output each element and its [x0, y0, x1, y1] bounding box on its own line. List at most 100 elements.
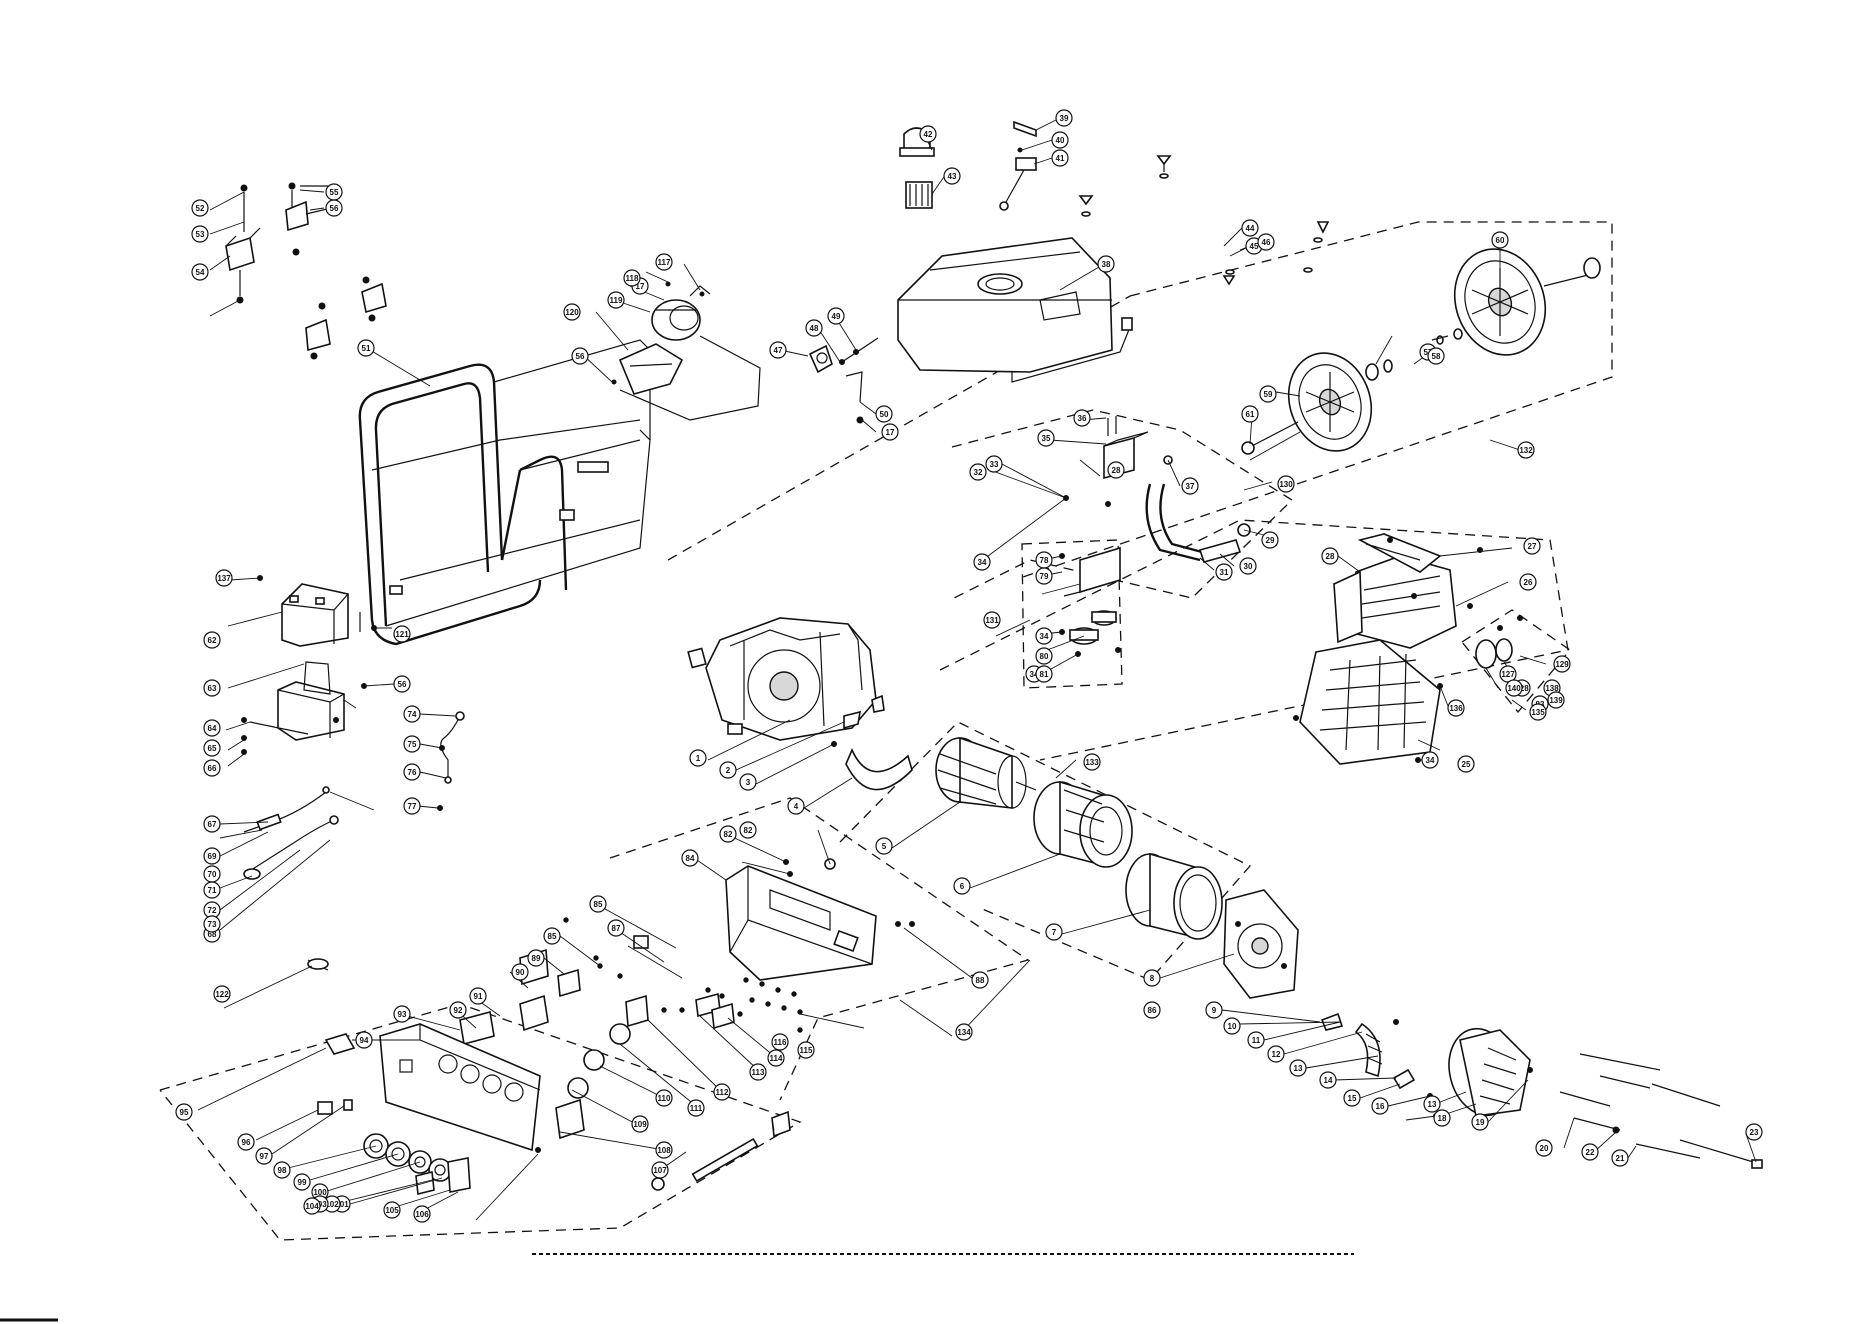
callout-label: 78: [1040, 556, 1049, 565]
callout-label: 60: [1496, 236, 1505, 245]
callout-59: 59: [1259, 385, 1277, 403]
callout-label: 79: [1040, 572, 1049, 581]
callout-label: 15: [1348, 1094, 1357, 1103]
callout-label: 32: [974, 468, 983, 477]
callout-label: 28: [1112, 466, 1121, 475]
callout-90: 90: [511, 963, 529, 981]
callout-label: 76: [408, 768, 417, 777]
callout-34: 34: [1035, 627, 1053, 645]
callout-label: 27: [1528, 542, 1537, 551]
callout-78: 78: [1035, 551, 1053, 569]
callout-label: 122: [215, 990, 229, 999]
callout-label: 34: [1030, 670, 1039, 679]
callout-label: 34: [1426, 756, 1435, 765]
callout-label: 10: [1228, 1022, 1237, 1031]
callout-label: 66: [208, 764, 217, 773]
callout-label: 1: [696, 754, 701, 763]
callout-28: 28: [1321, 547, 1339, 565]
mount-brackets: [225, 182, 387, 360]
callout-label: 6: [960, 882, 965, 891]
callout-label: 47: [774, 346, 783, 355]
callout-85: 85: [589, 895, 607, 913]
callout-71: 71: [203, 881, 221, 899]
callout-133: 133: [1083, 753, 1101, 771]
callout-label: 134: [957, 1028, 971, 1037]
callout-label: 119: [610, 296, 623, 305]
callout-55: 55: [325, 183, 343, 201]
callout-label: 96: [242, 1138, 251, 1147]
callout-98: 98: [273, 1161, 291, 1179]
callout-label: 12: [1272, 1050, 1281, 1059]
callout-label: 22: [1586, 1148, 1595, 1157]
callout-5: 5: [875, 837, 893, 855]
stator: [1033, 780, 1133, 868]
callout-label: 48: [810, 324, 819, 333]
callout-25: 25: [1457, 755, 1475, 773]
callout-label: 130: [1279, 480, 1293, 489]
callout-label: 101: [335, 1200, 349, 1209]
outline-foot-kit: [1021, 539, 1123, 689]
callout-117: 117: [655, 253, 673, 271]
callout-label: 109: [633, 1120, 647, 1129]
callout-30: 30: [1239, 557, 1257, 575]
callout-11: 11: [1247, 1031, 1265, 1049]
callout-label: 89: [532, 954, 541, 963]
callout-88: 88: [971, 971, 989, 989]
callout-32: 32: [969, 463, 987, 481]
callout-81: 81: [1035, 665, 1053, 683]
callout-56: 56: [393, 675, 411, 693]
callout-48: 48: [805, 319, 823, 337]
callout-31: 31: [1215, 563, 1233, 581]
frame: [358, 339, 651, 646]
callout-108: 108: [655, 1141, 673, 1159]
callout-label: 43: [948, 172, 957, 181]
panel-components: [317, 1033, 471, 1195]
callout-79: 79: [1035, 567, 1053, 585]
callout-51: 51: [357, 339, 375, 357]
callout-33: 33: [985, 455, 1003, 473]
outline-control-panel: [609, 797, 1030, 1101]
callout-label: 73: [208, 920, 217, 929]
callout-21: 21: [1611, 1149, 1629, 1167]
callout-label: 29: [1266, 536, 1275, 545]
callout-label: 21: [1616, 1154, 1625, 1163]
callout-label: 17: [636, 282, 645, 291]
callout-91: 91: [469, 987, 487, 1005]
callout-119: 119: [607, 291, 625, 309]
callout-label: 137: [217, 574, 231, 583]
control-box: [725, 858, 915, 981]
callout-label: 131: [985, 616, 999, 625]
callout-label: 136: [1449, 704, 1463, 713]
callout-112: 112: [713, 1083, 731, 1101]
callout-131: 131: [983, 611, 1001, 629]
leader-lines: [197, 119, 1757, 1221]
callout-label: 107: [653, 1166, 667, 1175]
outline-muffler-kit: [1461, 609, 1571, 714]
callout-label: 19: [1476, 1118, 1485, 1127]
callout-label: 28: [1326, 552, 1335, 561]
callout-61: 61: [1241, 405, 1259, 423]
callout-label: 20: [1540, 1144, 1549, 1153]
callout-label: 121: [395, 630, 409, 639]
callout-43: 43: [943, 167, 961, 185]
callout-95: 95: [175, 1103, 193, 1121]
callout-label: 117: [658, 258, 671, 267]
callout-label: 8: [1150, 974, 1155, 983]
callout-label: 114: [770, 1054, 783, 1063]
callout-38: 38: [1097, 255, 1115, 273]
callout-70: 70: [203, 865, 221, 883]
callout-60: 60: [1491, 231, 1509, 249]
callout-label: 9: [1212, 1006, 1217, 1015]
callout-67: 67: [203, 815, 221, 833]
callout-label: 75: [408, 740, 417, 749]
foot-bracket: [1059, 546, 1121, 657]
callout-1: 1: [689, 749, 707, 767]
callout-label: 82: [724, 830, 733, 839]
callout-14: 14: [1319, 1071, 1337, 1089]
callout-label: 87: [612, 924, 621, 933]
callout-130: 130: [1277, 475, 1295, 493]
callout-label: 49: [832, 312, 841, 321]
callout-label: 13: [1294, 1064, 1303, 1073]
